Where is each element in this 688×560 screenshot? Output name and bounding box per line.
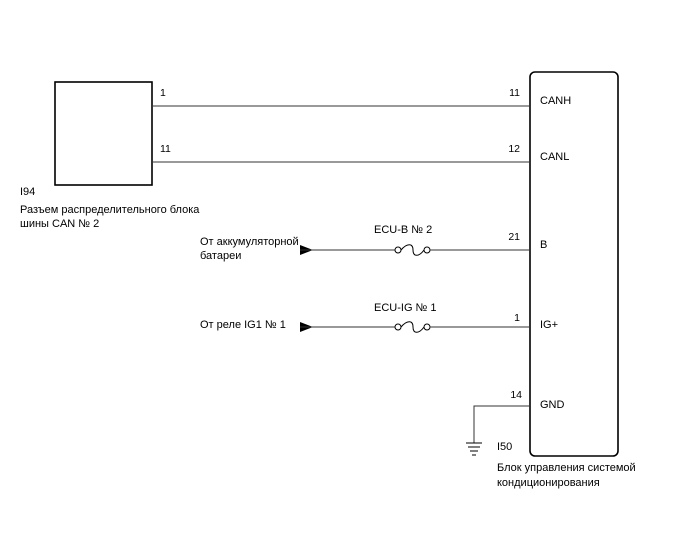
i94-pin-top: 1 xyxy=(160,87,166,99)
i94-name-line2: шины CAN № 2 xyxy=(20,218,99,230)
fuse-ecu-ig-terminal-left xyxy=(394,323,402,331)
ecu-pin-ig: 1 xyxy=(514,312,520,324)
source-ig-relay: От реле IG1 № 1 xyxy=(200,319,286,331)
fuse-ecu-b-label: ECU-B № 2 xyxy=(374,224,432,236)
fuse-ecu-b-terminal-left xyxy=(394,246,402,254)
ecu-signal-canl: CANL xyxy=(540,151,569,163)
fuse-ecu-b-icon xyxy=(400,244,425,256)
ecu-pin-canl: 12 xyxy=(508,143,520,155)
connector-i94-box xyxy=(54,81,153,186)
wire-gnd xyxy=(473,405,530,443)
ground-icon xyxy=(466,442,482,456)
ecu-name-line1: Блок управления системой xyxy=(497,462,636,474)
ecu-i50-box xyxy=(529,71,619,457)
ecu-code: I50 xyxy=(497,441,512,453)
i94-name-line1: Разъем распределительного блока xyxy=(20,204,200,216)
source-battery-line1: От аккумуляторной xyxy=(200,236,299,248)
fuse-ecu-ig-icon xyxy=(400,321,425,333)
ecu-signal-ig: IG+ xyxy=(540,319,558,331)
fuse-ecu-ig-label: ECU-IG № 1 xyxy=(374,302,437,314)
source-battery-line2: батареи xyxy=(200,250,241,262)
i94-code: I94 xyxy=(20,186,35,198)
ecu-name-line2: кондиционирования xyxy=(497,477,600,489)
ecu-signal-gnd: GND xyxy=(540,399,565,411)
i94-pin-bottom: 11 xyxy=(160,143,171,155)
ecu-pin-canh: 11 xyxy=(509,87,520,99)
fuse-ecu-b-terminal-right xyxy=(423,246,431,254)
ecu-signal-b: B xyxy=(540,239,547,251)
ecu-signal-canh: CANH xyxy=(540,95,571,107)
fuse-ecu-ig-terminal-right xyxy=(423,323,431,331)
ecu-pin-b: 21 xyxy=(508,231,520,243)
ecu-pin-gnd: 14 xyxy=(510,389,522,401)
